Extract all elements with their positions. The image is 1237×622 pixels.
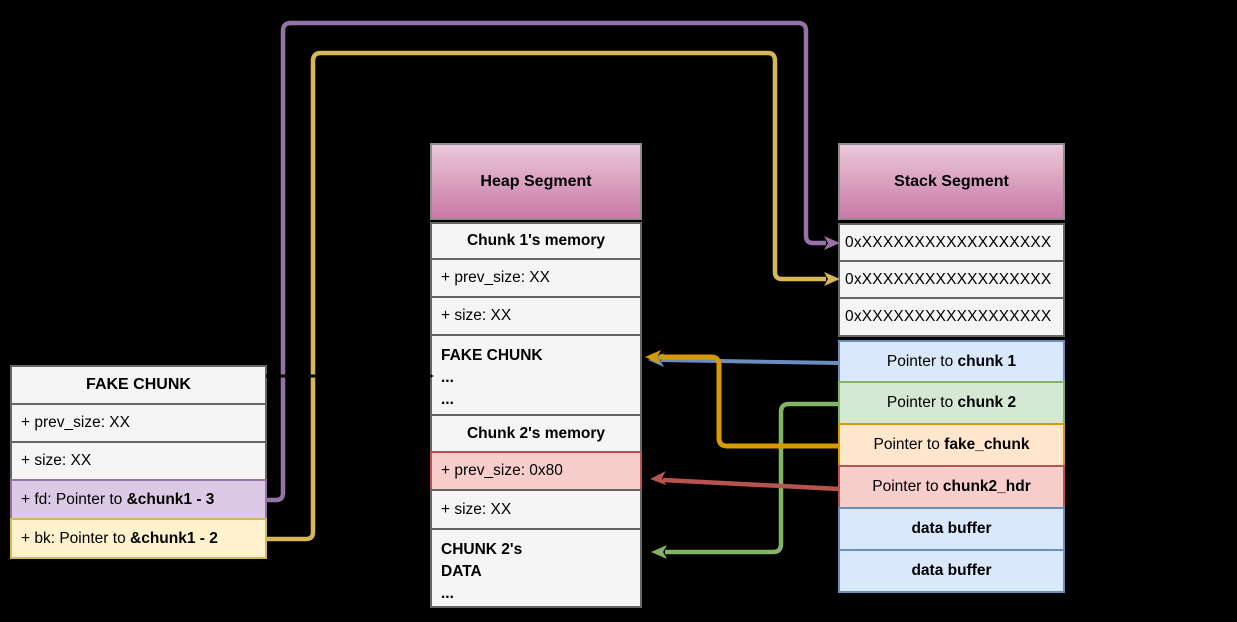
fake-chunk-region-row: FAKE CHUNK ... ... <box>430 334 642 416</box>
chunk2-size-label: + size: XX <box>441 500 512 518</box>
fake-chunk-pointer-arrow <box>645 350 840 449</box>
fake-chunk-bk-label: + bk: Pointer to <box>21 529 130 547</box>
pointer-to-fake-chunk-label: Pointer to <box>873 436 945 453</box>
fake-chunk-bk-target: &chunk1 - 2 <box>130 529 218 547</box>
chunk2-data-row: CHUNK 2's DATA ... <box>430 528 642 608</box>
chunk2-prev-size-label: + prev_size: 0x80 <box>441 462 563 479</box>
chunk2-data-line1: CHUNK 2's <box>441 541 523 558</box>
fake-chunk-prev-size-row: + prev_size: XX <box>10 403 267 443</box>
chunk2-prev-size-row: + prev_size: 0x80 <box>430 451 642 491</box>
pointer-to-chunk1-label: Pointer to <box>886 352 958 370</box>
chunk2-data-line3: ... <box>441 585 454 602</box>
heap-segment-header: Heap Segment <box>430 143 642 220</box>
fake-chunk-prev-size-label: + prev_size: XX <box>21 414 130 431</box>
data-buffer-1-label: data buffer <box>911 520 992 537</box>
chunk2-memory-row: Chunk 2's memory <box>430 414 642 453</box>
fake-chunk-region-line2: ... <box>441 369 454 386</box>
stack-address-row-2: 0xXXXXXXXXXXXXXXXXXX <box>838 260 1065 299</box>
stack-address-2: 0xXXXXXXXXXXXXXXXXXX <box>845 270 1052 288</box>
chunk2-size-row: + size: XX <box>430 489 642 530</box>
fake-chunk-fd-label: + fd: Pointer to <box>21 490 127 508</box>
pointer-to-chunk1-row: Pointer to chunk 1 <box>838 340 1065 383</box>
fake-chunk-bk-row: + bk: Pointer to &chunk1 - 2 <box>10 518 267 559</box>
fake-chunk-to-heap-connector-line <box>266 370 434 382</box>
data-buffer-row-1: data buffer <box>838 507 1065 551</box>
data-buffer-row-2: data buffer <box>838 549 1065 593</box>
pointer-to-chunk2-hdr-row: Pointer to chunk2_hdr <box>838 465 1065 509</box>
chunk2-data-line2: DATA <box>441 563 482 580</box>
fake-chunk-header: FAKE CHUNK <box>10 365 267 405</box>
pointer-to-chunk1-target: chunk 1 <box>957 352 1017 370</box>
chunk1-pointer-arrow <box>648 353 841 367</box>
chunk1-memory-row: Chunk 1's memory <box>430 222 642 260</box>
pointer-to-chunk2-label: Pointer to <box>886 394 958 411</box>
pointer-to-chunk2-row: Pointer to chunk 2 <box>838 381 1065 425</box>
chunk1-prev-size-row: + prev_size: XX <box>430 258 642 298</box>
chunk1-prev-size-label: + prev_size: XX <box>441 269 550 286</box>
stack-segment-title: Stack Segment <box>894 172 1009 190</box>
stack-address-3: 0xXXXXXXXXXXXXXXXXXX <box>845 308 1052 325</box>
fake-chunk-region-line1: FAKE CHUNK <box>441 347 543 364</box>
pointer-to-fake-chunk-target: fake_chunk <box>944 436 1030 453</box>
fake-chunk-size-row: + size: XX <box>10 441 267 481</box>
pointer-to-chunk2-hdr-target: chunk2_hdr <box>942 478 1031 495</box>
chunk1-memory-label: Chunk 1's memory <box>466 232 606 249</box>
fake-chunk-size-label: + size: XX <box>21 452 92 469</box>
data-buffer-2-label: data buffer <box>911 562 992 579</box>
pointer-to-fake-chunk-row: Pointer to fake_chunk <box>838 423 1065 467</box>
pointer-to-chunk2-hdr-label: Pointer to <box>872 478 943 495</box>
fake-chunk-title: FAKE CHUNK <box>86 376 191 393</box>
fake-chunk-fd-target: &chunk1 - 3 <box>126 490 215 508</box>
stack-segment-header: Stack Segment <box>838 143 1065 220</box>
stack-address-row-1: 0xXXXXXXXXXXXXXXXXXX <box>838 223 1065 262</box>
fake-chunk-region-line3: ... <box>441 391 454 408</box>
chunk2-hdr-pointer-arrow <box>650 471 841 492</box>
pointer-to-chunk2-target: chunk 2 <box>957 394 1017 411</box>
stack-address-1: 0xXXXXXXXXXXXXXXXXXX <box>845 233 1052 251</box>
chunk1-size-label: + size: XX <box>441 307 512 324</box>
chunk2-memory-label: Chunk 2's memory <box>466 424 606 442</box>
heap-segment-title: Heap Segment <box>480 172 592 190</box>
chunk1-size-row: + size: XX <box>430 296 642 336</box>
fake-chunk-fd-row: + fd: Pointer to &chunk1 - 3 <box>10 479 267 520</box>
chunk2-pointer-arrow <box>651 401 840 559</box>
stack-address-row-3: 0xXXXXXXXXXXXXXXXXXX <box>838 297 1065 337</box>
